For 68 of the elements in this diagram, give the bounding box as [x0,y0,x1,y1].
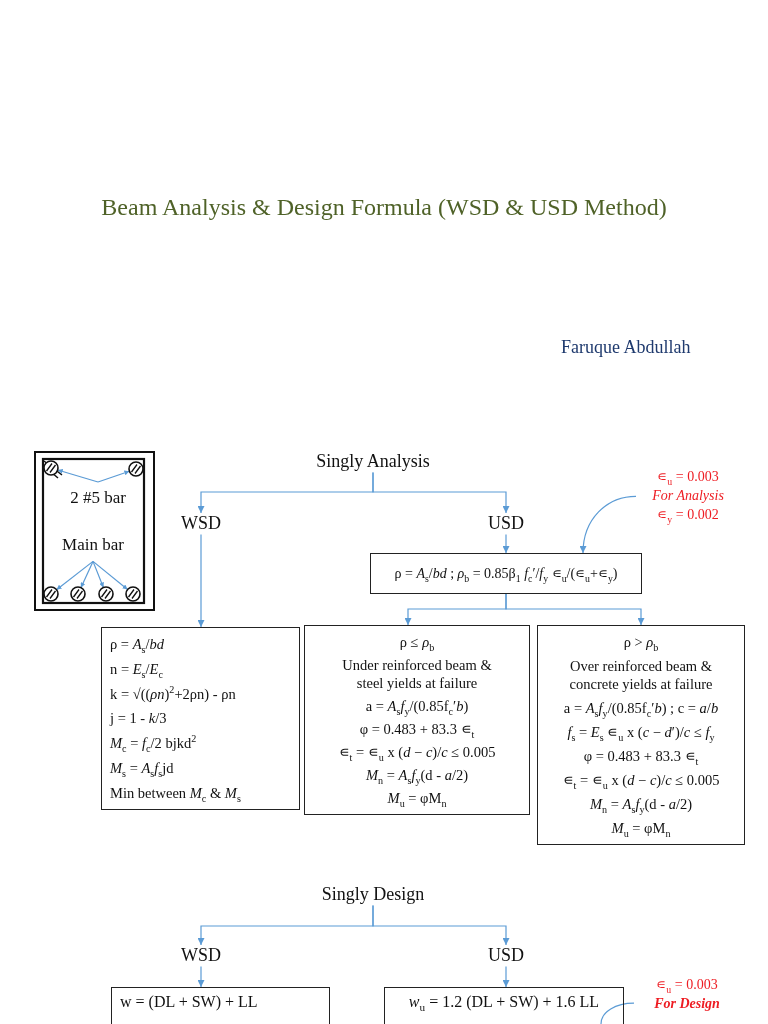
connector-arrow [505,593,645,626]
bar-label: Main bar [62,535,124,562]
description-text: Under reinforced beam & steel yields at failure [341,655,493,692]
leader-line [55,560,94,591]
connector-arrow [372,472,510,514]
leader-line [92,560,129,591]
method-heading: USD [488,513,524,535]
formula-text: ∊$_{t}$ = ∊$_{u}$ x (d − c)/c ≤ 0.005 [562,770,720,790]
diagram-title: Beam Analysis & Design Formula (WSD & USD Method) [101,193,667,222]
formula-text: M$_{c}$ = f$_{c}$/2 bjkd$^{2}$ [110,734,197,753]
rebar-section [128,461,144,477]
connector-arrow [197,966,205,988]
section-heading: Singly Analysis [316,451,430,473]
formula-text: Min between M$_{c}$ & M$_{s}$ [110,783,241,802]
formula-text: ρ ≤ ρ$_{b}$ [399,632,435,651]
rebar-section [125,586,141,602]
formula-text: M$_{n}$ = A$_{s}$f$_{y}$(d - a/2) [366,766,468,785]
formula-text: M$_{u}$ = φM$_{n}$ [387,789,447,808]
rebar-section [98,586,114,602]
method-heading: USD [488,945,524,967]
connector-arrow [372,905,510,946]
connector-arrow [502,966,510,988]
formula-text: k = √((ρn)$^{2}$+2ρn) - ρn [110,684,236,703]
formula-text: ρ = A$_{s}$/bd [110,635,164,654]
leader-line [80,560,94,589]
method-heading: WSD [181,513,221,535]
formula-box [304,625,530,815]
leader-line [57,469,99,483]
formula-text: φ = 0.483 + 83.3 ∊$_{t}$ [583,747,699,766]
formula-text: ρ = A$_{s}$/bd ; ρ$_{b}$ = 0.85β$_{1}$ f$_{c}$′/f$_{y}$ ∊$_{u}$/(∊$_{u}$+∊$_{y}$) [394,564,618,583]
note-text: ∊$_{y}$ = 0.002 [657,505,719,525]
formula-text: f$_{s}$ = E$_{s}$ ∊$_{u}$ x (c − d′)/c ≤ f$_{y}$ [567,723,715,742]
callout-line [600,1002,635,1024]
formula-text: M$_{s}$ = A$_{s}$f$_{s}$jd [110,758,174,777]
rebar-section [43,586,59,602]
connector-arrow [502,534,510,554]
callout-arrow [579,495,637,554]
formula-box [384,987,624,1024]
note-text: For Analysis [652,486,724,505]
formula-text: w = (DL + SW) + LL [120,992,258,1012]
formula-text: M$_{u}$ = φM$_{n}$ [611,818,671,838]
formula-text: M$_{n}$ = A$_{s}$f$_{y}$(d - a/2) [590,794,692,814]
formula-box [370,553,642,594]
formula-text: n = E$_{s}$/E$_{c}$ [110,660,163,679]
formula-text: ∊$_{t}$ = ∊$_{u}$ x (d − c)/c ≤ 0.005 [338,743,496,762]
section-heading: Singly Design [321,884,425,906]
note-text: ∊$_{u}$ = 0.003 [656,976,718,995]
formula-text: a = A$_{s}$f$_{y}$/(0.85f$_{c}$′b) ; c = a/b [563,699,719,718]
formula-box [537,625,745,845]
formula-text: φ = 0.483 + 83.3 ∊$_{t}$ [359,720,475,739]
author-name: Faruque Abdullah [561,337,691,359]
formula-box [111,987,330,1024]
rebar-section [43,460,59,476]
formula-text: j = 1 - k/3 [110,709,167,728]
bar-label: 2 #5 bar [70,482,126,509]
connector-arrow [197,534,205,628]
formula-text: w$_{u}$ = 1.2 (DL + SW) + 1.6 LL [408,992,600,1012]
note-text: ∊$_{u}$ = 0.003 [657,468,719,487]
method-heading: WSD [181,945,221,967]
formula-box [101,627,300,810]
description-text: Over reinforced beam & concrete yields at failure [568,656,714,694]
note-text: For Design [654,994,720,1013]
rebar-section [70,586,86,602]
leader-line [97,470,130,483]
formula-text: ρ > ρ$_{b}$ [623,632,659,652]
leader-line [92,560,104,589]
formula-text: a = A$_{s}$f$_{y}$/(0.85f$_{c}$′b) [365,696,469,715]
beam-cross-section [34,451,155,611]
